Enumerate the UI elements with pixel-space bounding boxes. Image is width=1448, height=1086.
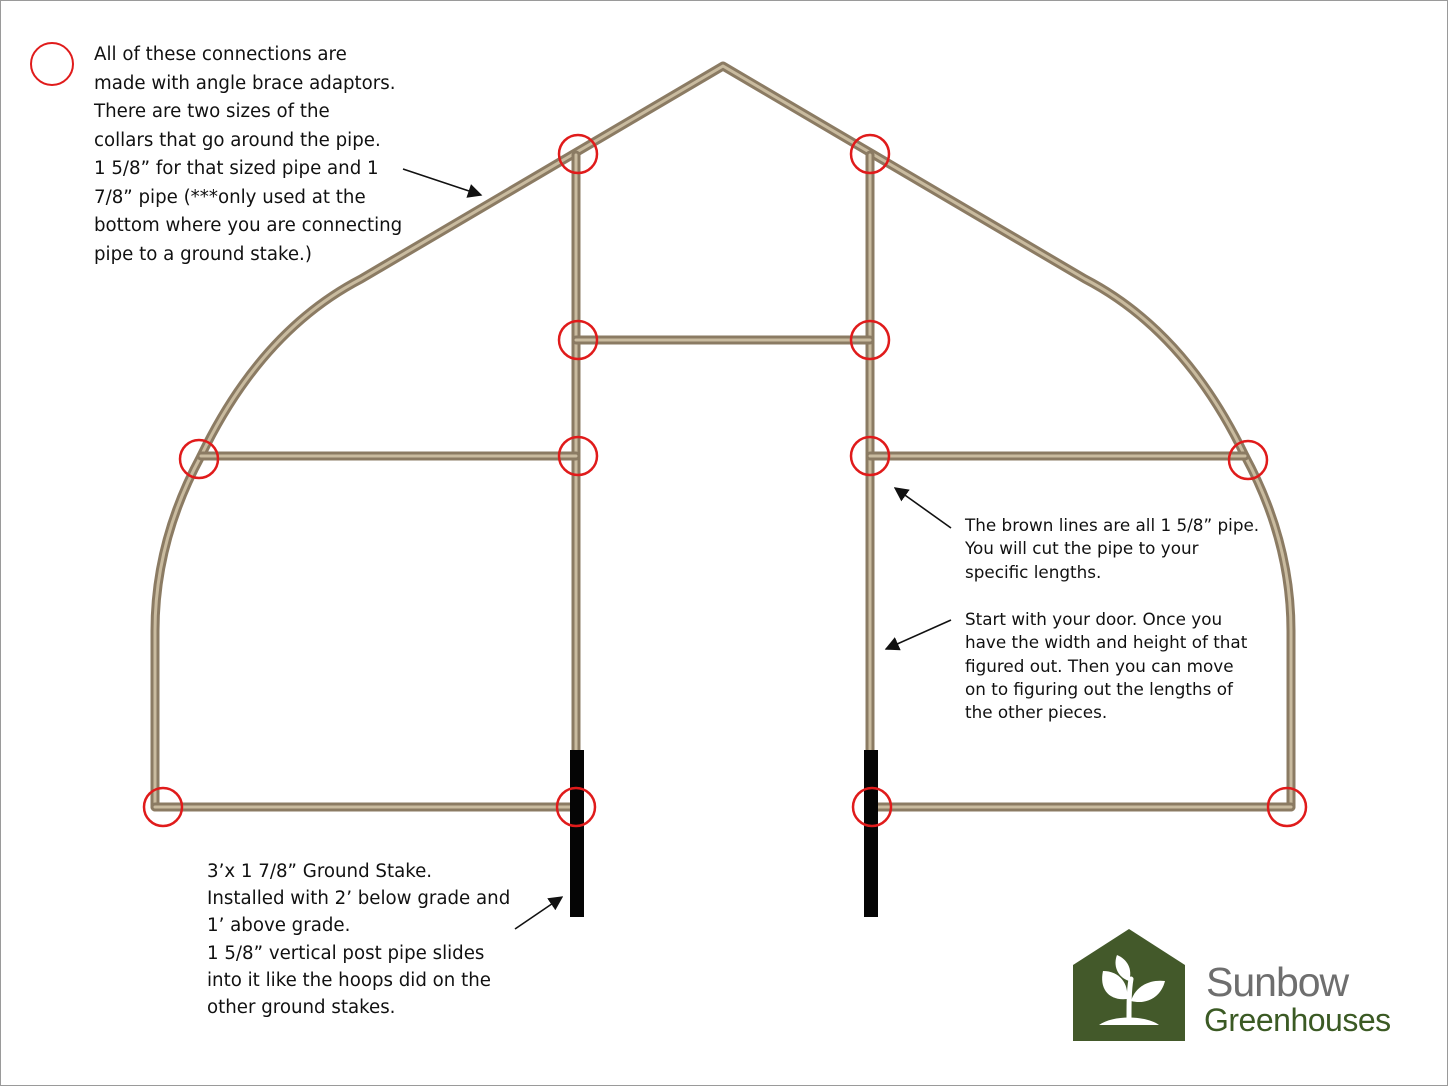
right-ground-stake [864, 750, 878, 917]
brand-name: Sunbow [1206, 959, 1349, 1005]
connection-circle-3 [557, 319, 599, 361]
logo-leaf-top [1115, 955, 1131, 981]
logo-leaf-right [1131, 980, 1165, 1003]
logo-stem [1126, 976, 1134, 1022]
connection-circle-4 [849, 319, 891, 361]
ground-stake-note: 3’x 1 7/8” Ground Stake. Installed with … [207, 861, 511, 1019]
arrow-to-stake [514, 896, 564, 930]
angle-brace-note: All of these connections are made with a… [94, 44, 403, 265]
connection-circle-12 [1266, 786, 1308, 828]
brand-subtitle: Greenhouses [1204, 1002, 1391, 1038]
connection-circle-8 [1227, 439, 1269, 481]
hoop-pipe-highlight [153, 64, 1293, 809]
arrow-to-hoop [402, 168, 483, 198]
door-note: Start with your door. Once you have the … [965, 609, 1248, 723]
logo-leaf-left [1102, 971, 1128, 1000]
pipe-frame [150, 61, 1296, 812]
house-sprout-logo-icon [1073, 929, 1185, 1041]
pipe-note: The brown lines are all 1 5/8” pipe. You… [965, 515, 1260, 582]
connection-circle-10 [555, 786, 597, 828]
connection-circle-11 [851, 786, 893, 828]
connection-circle-1 [557, 133, 599, 175]
legend-circle-icon [30, 42, 74, 86]
logo-soil [1099, 1017, 1159, 1025]
left-ground-stake [570, 750, 584, 917]
connection-markers [142, 133, 1308, 828]
ground-stakes [570, 750, 878, 917]
connection-circle-9 [142, 786, 184, 828]
arrow-to-door-post [884, 619, 952, 651]
connection-circle-2 [849, 133, 891, 175]
arrow-to-post [893, 487, 952, 529]
connection-circle-7 [849, 435, 891, 477]
connection-circle-5 [178, 438, 220, 480]
callout-arrows [402, 168, 952, 930]
connection-circle-6 [557, 435, 599, 477]
